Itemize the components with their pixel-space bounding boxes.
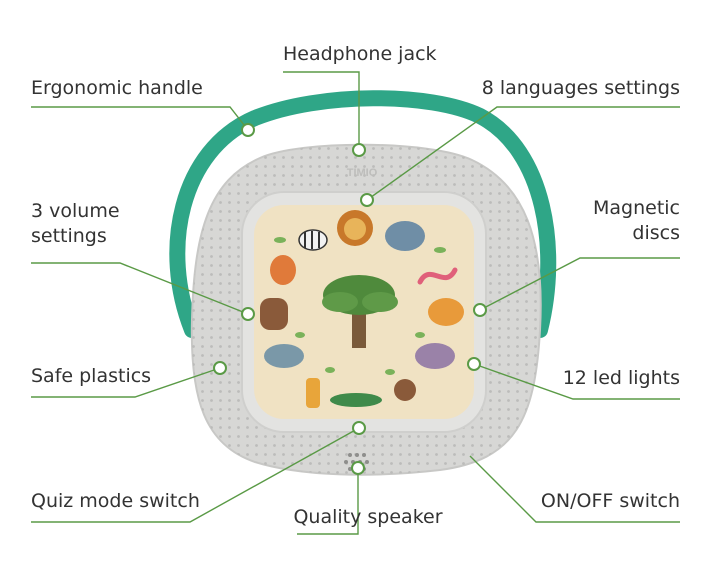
callout-lines <box>31 71 680 535</box>
callout-line-led <box>473 363 680 400</box>
label-on-off-switch: ON/OFF switch <box>540 490 680 512</box>
label-volume-line2: settings <box>31 225 107 247</box>
callout-line-onoff <box>469 455 680 523</box>
marker-speaker <box>351 461 365 475</box>
label-volume-settings: 3 volume settings <box>31 199 181 249</box>
disc-artwork <box>260 210 464 408</box>
callout-line-speaker <box>297 468 359 535</box>
label-headphone-jack: Headphone jack <box>283 43 437 65</box>
label-ergonomic-handle: Ergonomic handle <box>31 77 203 99</box>
marker-safe <box>213 361 227 375</box>
marker-quiz <box>352 421 366 435</box>
callout-line-volume <box>31 262 249 315</box>
marker-handle <box>241 123 255 137</box>
label-volume-line1: 3 volume <box>31 200 120 222</box>
label-magnetic-line1: Magnetic <box>592 197 680 219</box>
marker-headphone <box>352 143 366 157</box>
label-quality-speaker: Quality speaker <box>293 506 443 528</box>
handle <box>169 90 557 338</box>
marker-magnetic <box>473 303 487 317</box>
label-quiz-mode-switch: Quiz mode switch <box>31 490 200 512</box>
callout-line-magnetic <box>479 257 680 311</box>
marker-languages <box>360 193 374 207</box>
label-languages-settings: 8 languages settings <box>481 77 680 99</box>
label-led-lights: 12 led lights <box>562 367 680 389</box>
label-magnetic-line2: discs <box>632 222 680 244</box>
callout-markers <box>213 123 487 475</box>
callout-line-quiz <box>31 427 360 523</box>
marker-volume <box>241 307 255 321</box>
callout-line-handle <box>31 106 249 131</box>
callout-line-safe <box>31 367 221 398</box>
marker-led <box>467 357 481 371</box>
brand-text: TIMIO <box>347 167 378 179</box>
callout-line-languages <box>366 106 680 201</box>
label-magnetic-discs: Magnetic discs <box>560 196 680 246</box>
callout-line-headphone <box>283 71 360 150</box>
label-safe-plastics: Safe plastics <box>31 365 152 387</box>
